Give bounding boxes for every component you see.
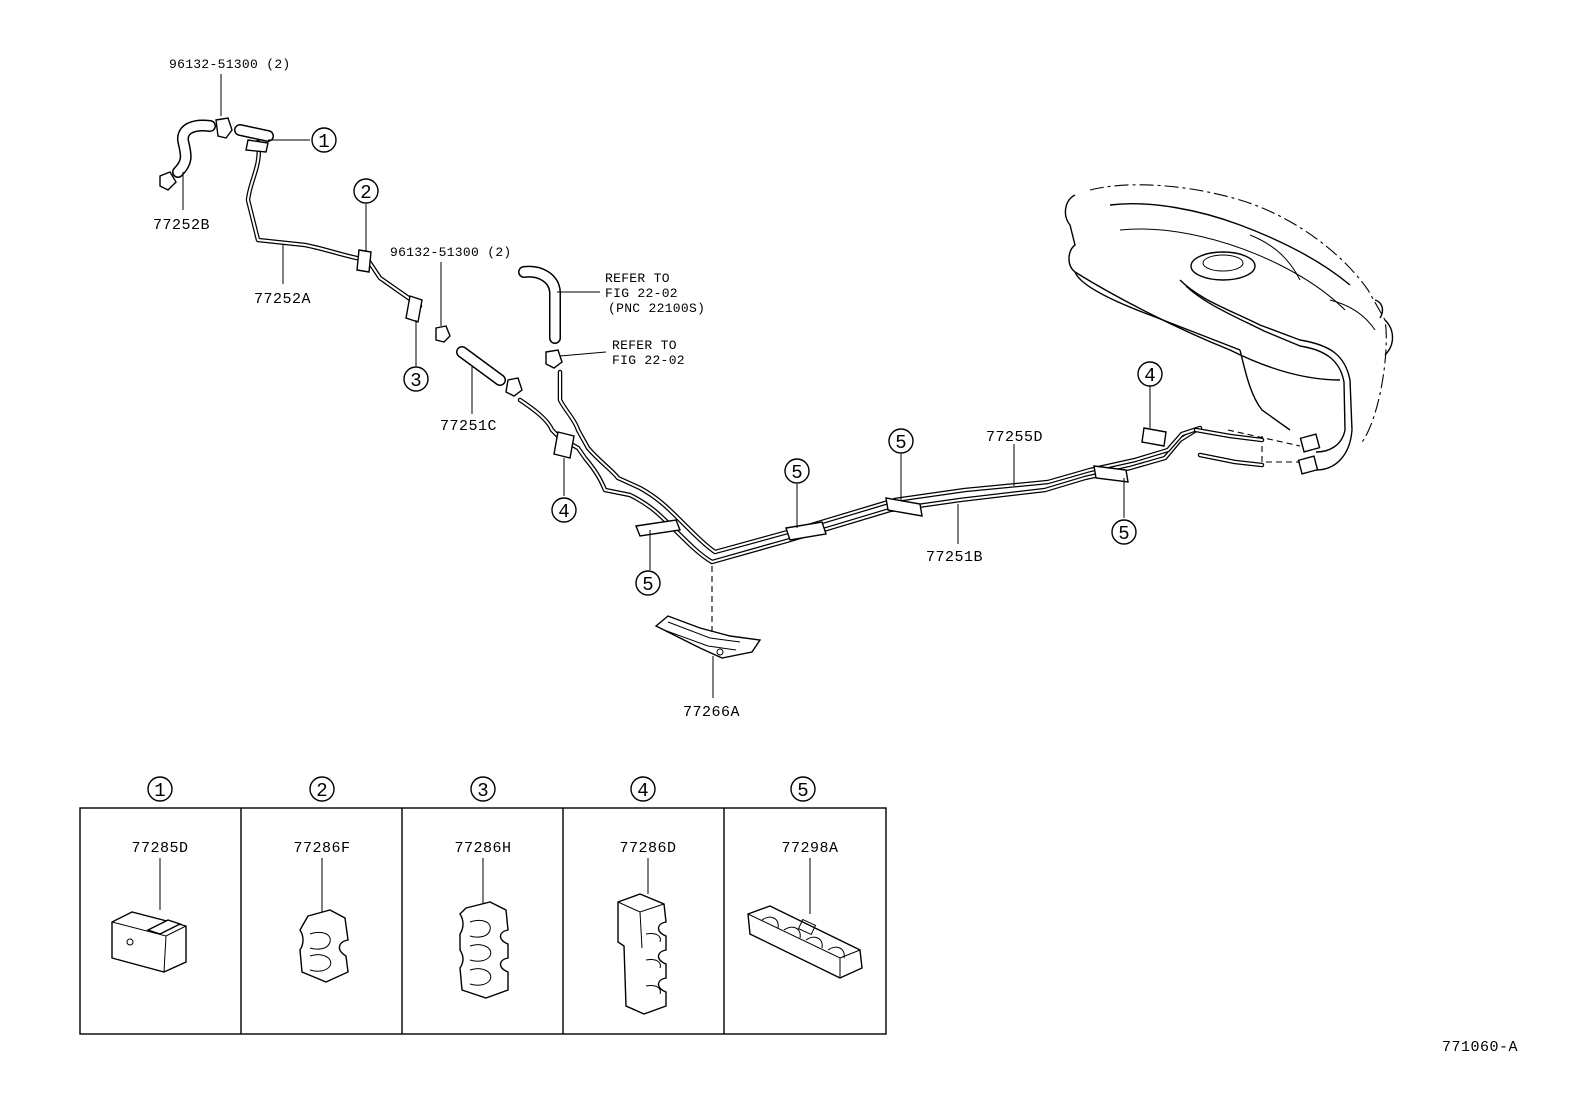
fuel-tank	[1064, 184, 1394, 475]
legend-index-1: 1	[154, 780, 165, 802]
callout-1: 1	[311, 127, 337, 153]
clamp-77286h-icon	[459, 901, 509, 999]
callout-5-d: 5	[1111, 519, 1137, 545]
callout-4-right: 4	[1137, 361, 1163, 387]
legend-part-1: 77285D	[131, 840, 188, 857]
legend-cell-5: 5 77298A	[747, 776, 863, 979]
svg-text:5: 5	[1118, 523, 1129, 545]
svg-text:4: 4	[1144, 365, 1155, 387]
clamp-77286d-icon	[617, 893, 667, 1015]
refer1-line3: (PNC 22100S)	[608, 301, 705, 316]
fuel-pipes	[245, 139, 1265, 565]
diagram-callouts: 1 2 3 4 4 5 5 5	[311, 127, 1163, 596]
svg-text:2: 2	[360, 182, 371, 204]
legend-index-5: 5	[797, 780, 808, 802]
refer2-line1: REFER TO	[612, 338, 677, 353]
clamp-legend: 1 77285D 2 77286F	[79, 776, 887, 1035]
refer1-line1: REFER TO	[605, 271, 670, 286]
svg-text:5: 5	[895, 432, 906, 454]
bolt-mid-label: 96132-51300 (2)	[390, 245, 512, 260]
hose-clamps	[159, 117, 563, 397]
part-labels: 96132-51300 (2) 77252B 77252A 96132-5130…	[153, 57, 1518, 1056]
bolt-top-label: 96132-51300 (2)	[169, 57, 291, 72]
legend-part-3: 77286H	[454, 840, 511, 857]
clamp-77286f-icon	[299, 909, 349, 983]
hose-c-label: 77251C	[440, 418, 497, 435]
svg-text:5: 5	[642, 574, 653, 596]
legend-index-3: 3	[477, 780, 488, 802]
svg-text:4: 4	[558, 501, 569, 523]
tube-b-label: 77251B	[926, 549, 983, 566]
legend-cell-3: 3 77286H	[454, 776, 511, 999]
protector-label: 77266A	[683, 704, 740, 721]
refer2-line2: FIG 22-02	[612, 353, 685, 368]
clamp-77298a-icon	[747, 905, 863, 979]
legend-cell-2: 2 77286F	[293, 776, 350, 983]
drawing-number: 771060-A	[1442, 1039, 1518, 1056]
legend-index-2: 2	[316, 780, 327, 802]
legend-index-4: 4	[637, 780, 648, 802]
legend-part-2: 77286F	[293, 840, 350, 857]
clamp-77285d-icon	[111, 911, 187, 973]
fuel-tube-protector	[654, 615, 762, 659]
svg-text:5: 5	[791, 462, 802, 484]
refer1-line2: FIG 22-02	[605, 286, 678, 301]
legend-cell-4: 4 77286D	[617, 776, 676, 1015]
leader-lines	[182, 74, 1151, 698]
svg-text:1: 1	[318, 131, 329, 153]
fuel-hoses	[172, 119, 561, 386]
callout-2: 2	[353, 178, 379, 204]
hose-b-label: 77252B	[153, 217, 210, 234]
callout-4-left: 4	[551, 497, 577, 523]
callout-5-b: 5	[784, 458, 810, 484]
callout-5-a: 5	[635, 570, 661, 596]
pipe-clamps	[356, 249, 1167, 541]
legend-cell-1: 1 77285D	[111, 776, 188, 973]
tube-d-label: 77255D	[986, 429, 1043, 446]
callout-5-c: 5	[888, 428, 914, 454]
svg-text:3: 3	[410, 370, 421, 392]
callout-3: 3	[403, 366, 429, 392]
legend-part-4: 77286D	[619, 840, 676, 857]
legend-part-5: 77298A	[781, 840, 838, 857]
tube-a-label: 77252A	[254, 291, 311, 308]
